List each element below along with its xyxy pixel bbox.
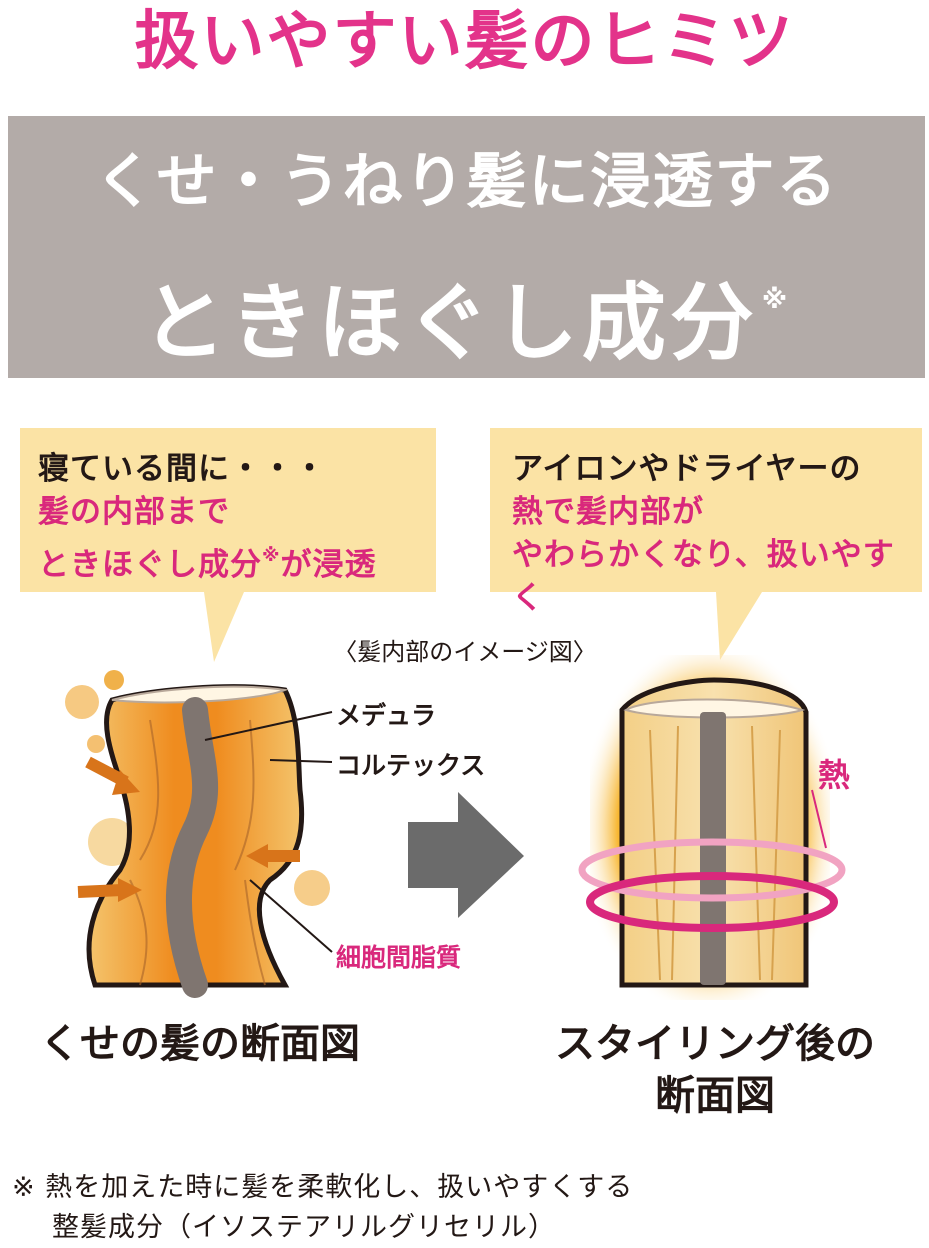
banner-ingredient-text: ときほぐし成分 — [141, 274, 758, 372]
footnote-line-1: ※ 熱を加えた時に髪を柔軟化し、扱いやすくする — [12, 1168, 912, 1208]
ingredient-particle — [294, 870, 330, 906]
footnote-line-2: 整髪成分（イソステアリルグリセリル） — [52, 1212, 556, 1243]
left-bubble-line-2: 髪の内部まで — [38, 494, 230, 530]
transition-arrow-icon — [408, 792, 524, 918]
cortex-label: コルテックス — [336, 751, 486, 780]
heat-ring — [586, 872, 838, 932]
footnote: ※ 熱を加えた時に髪を柔軟化し、扱いやすくする 整髪成分（イソステアリルグリセリ… — [12, 1168, 912, 1248]
banner-note-mark: ※ — [761, 285, 792, 315]
cortex-fibers — [129, 719, 266, 986]
penetration-arrow-head — [112, 770, 140, 795]
styled-hair-diagram — [578, 655, 846, 1000]
speech-bubble-left — [20, 428, 436, 662]
medulla-leader-line — [204, 711, 333, 741]
left-bubble-ingredient: ときほぐし成分 — [38, 547, 262, 583]
ingredient-particle — [87, 735, 105, 753]
banner-line-1: くせ・うねり髪に浸透する — [94, 147, 839, 217]
styled-hair-caption: スタイリング後の 断面図 — [540, 1018, 890, 1122]
curly-hair-caption: くせの髪の断面図 — [40, 1021, 360, 1067]
headline-banner: くせ・うねり髪に浸透する ときほぐし成分※ — [8, 116, 925, 378]
cortex-leader-line — [269, 759, 333, 763]
left-bubble-line-1: 寝ている間に・・・ — [38, 451, 326, 487]
right-bubble-text: アイロンやドライヤーの 熱で髪内部が やわらかくなり、扱いやすく — [512, 448, 922, 620]
curly-hair-diagram — [65, 670, 333, 998]
speech-bubble-right — [490, 428, 922, 660]
ingredient-particle — [88, 818, 136, 866]
curly-hair-top — [111, 685, 289, 704]
left-bubble-note-mark: ※ — [262, 545, 281, 566]
styled-caption-line-1: スタイリング後の — [555, 1021, 875, 1067]
right-bubble-line-2: 熱で髪内部が — [512, 494, 704, 530]
medulla-label: メデュラ — [336, 701, 437, 730]
left-bubble-text: 寝ている間に・・・ 髪の内部まで ときほぐし成分※が浸透 — [38, 448, 438, 587]
banner-line-2: ときほぐし成分※ — [8, 250, 925, 373]
penetration-arrow-head — [246, 844, 268, 868]
heat-label: 熱 — [818, 756, 851, 794]
footnote-mark: ※ — [12, 1172, 36, 1203]
straight-hair-top — [623, 698, 806, 719]
left-bubble-line-3: ときほぐし成分※が浸透 — [38, 534, 438, 587]
ingredient-particle — [104, 670, 124, 690]
curly-medulla — [165, 697, 219, 998]
footnote-text-1: 熱を加えた時に髪を柔軟化し、扱いやすくする — [45, 1172, 634, 1203]
right-bubble-line-1: アイロンやドライヤーの — [512, 451, 862, 487]
heat-ring — [578, 838, 846, 902]
page-title: 扱いやすい髪のヒミツ — [134, 5, 795, 79]
left-bubble-penetrates: が浸透 — [280, 547, 377, 583]
lipid-leader-line — [249, 879, 333, 953]
straight-medulla — [700, 712, 726, 985]
penetration-arrow-head — [118, 878, 142, 902]
lipid-label: 細胞間脂質 — [336, 943, 462, 972]
heat-leader-line — [811, 789, 827, 849]
right-bubble-line-3: やわらかくなり、扱いやすく — [512, 537, 895, 616]
styled-caption-line-2: 断面図 — [655, 1073, 775, 1119]
penetration-arrow — [77, 884, 123, 898]
image-caption: 〈髪内部のイメージ図〉 — [333, 638, 597, 666]
ingredient-particle — [65, 685, 99, 719]
straight-cortex-fibers — [649, 725, 781, 981]
